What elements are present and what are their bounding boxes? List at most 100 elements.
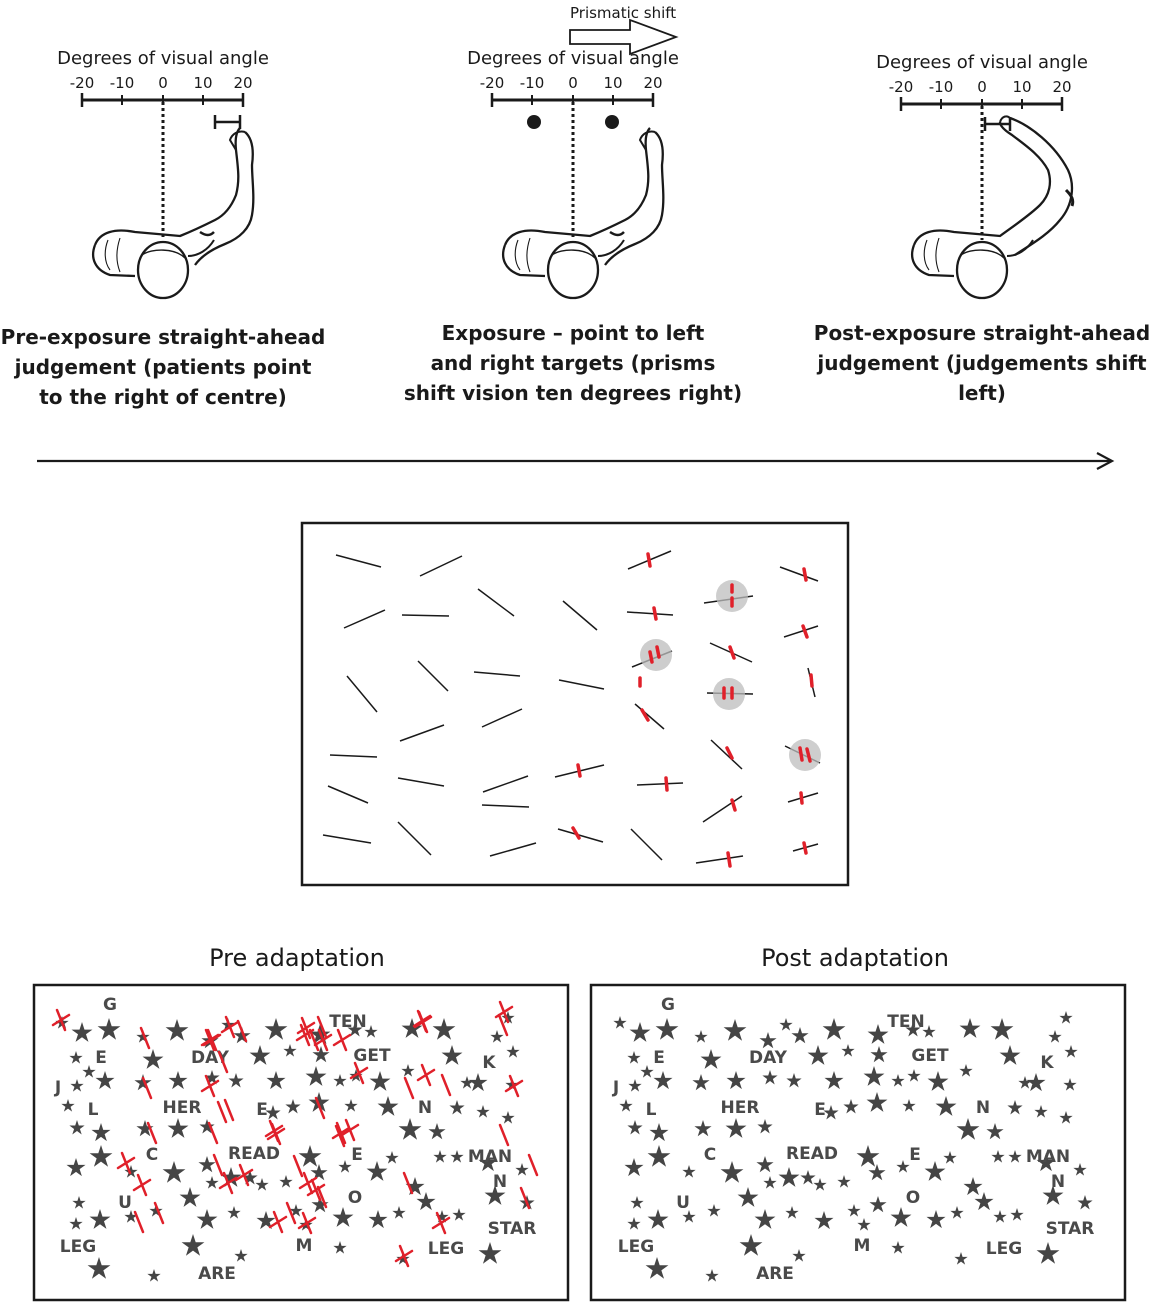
cancellation-mark (200, 1028, 220, 1052)
distractor-word: ARE (756, 1264, 794, 1284)
cancellation-mark (51, 1008, 71, 1032)
cancellation-mark (332, 1028, 352, 1052)
stage-caption: Post-exposure straight-ahead judgement (… (813, 321, 1151, 405)
cancellation-mark (313, 1028, 333, 1052)
distractor-word: U (118, 1193, 132, 1213)
cancellation-mark (298, 1171, 318, 1195)
cancellation-mark (223, 1098, 235, 1122)
cancellation-mark (349, 1061, 369, 1085)
distractor-word: MAN (1026, 1147, 1070, 1167)
scale-title: Degrees of visual angle (467, 48, 679, 69)
pre-adaptation-title: Pre adaptation (209, 944, 385, 972)
distractor-word: TEN (329, 1012, 366, 1032)
stage-caption: Exposure – point to left and right targe… (403, 321, 743, 405)
highlight-circles (640, 580, 821, 771)
cancellation-mark (402, 1171, 414, 1195)
cancellation-mark (340, 1118, 360, 1142)
distractor-word: ARE (198, 1264, 236, 1284)
scale-bar-exposure (490, 93, 655, 240)
distractor-word: U (676, 1193, 690, 1213)
tick-label: -20 (888, 78, 914, 96)
line-segments (322, 550, 821, 864)
cancellation-mark (218, 1171, 238, 1195)
cancellation-mark (132, 1173, 152, 1197)
tick-label: -10 (928, 78, 954, 96)
cancellation-marks (571, 552, 814, 868)
distractor-word: N (1051, 1172, 1065, 1192)
cancellation-mark (527, 1153, 539, 1177)
distractor-word: E (95, 1048, 107, 1068)
tick-label: 0 (158, 74, 168, 92)
distractor-word: TEN (887, 1012, 924, 1032)
cancellation-mark (268, 1210, 288, 1234)
cancellation-mark (264, 1119, 284, 1143)
cancellation-mark (139, 1026, 151, 1050)
distractor-word: N (493, 1172, 507, 1192)
distractor-word: O (348, 1188, 362, 1208)
distractor-word: C (146, 1145, 158, 1165)
cancellation-mark (295, 1023, 315, 1047)
cancellation-mark (504, 1074, 524, 1098)
distractor-word: LEG (428, 1239, 464, 1259)
distractor-word: K (482, 1053, 496, 1073)
tick-label: 20 (643, 74, 663, 92)
cancellation-mark (207, 1121, 219, 1145)
target-dot-left (527, 115, 541, 129)
tick-label: 10 (603, 74, 623, 92)
distractor-word: READ (786, 1144, 838, 1164)
cancellation-mark (216, 1100, 228, 1124)
cancellation-mark (297, 1211, 317, 1235)
scale-bar-post (899, 97, 1064, 240)
cancellation-mark (212, 1153, 224, 1177)
cancellation-mark (431, 1211, 451, 1235)
tick-label: -10 (109, 74, 135, 92)
post-adaptation-title: Post adaptation (761, 944, 949, 972)
cancellation-mark (394, 1244, 414, 1268)
cancellation-mark (519, 1186, 531, 1210)
distractor-word: STAR (1046, 1219, 1095, 1239)
distractor-word: L (88, 1100, 99, 1120)
cancellation-mark (200, 1074, 220, 1098)
timeline-arrow (37, 452, 1115, 470)
cancellation-mark (285, 1201, 297, 1225)
distractor-word: DAY (749, 1048, 788, 1068)
distractor-word: HER (721, 1098, 760, 1118)
scale-title: Degrees of visual angle (57, 48, 269, 69)
tick-label: -20 (69, 74, 95, 92)
cancellation-mark (296, 1016, 316, 1040)
distractor-word: LEG (618, 1237, 654, 1257)
person-figure-post (910, 115, 1075, 300)
cancellation-mark (306, 1178, 326, 1202)
cancellation-mark (217, 1050, 229, 1074)
distractor-word: E (256, 1100, 268, 1120)
distractor-word: J (54, 1078, 61, 1098)
distractor-word: GET (353, 1046, 391, 1066)
cancellation-mark (116, 1151, 136, 1175)
cancellation-mark (316, 1185, 328, 1209)
scale-bar-pre (80, 93, 245, 240)
cancellation-mark (234, 1163, 254, 1187)
stage-caption: Pre-exposure straight-ahead judgement (p… (0, 325, 326, 409)
distractor-word: HER (163, 1098, 202, 1118)
distractor-word: E (814, 1100, 826, 1120)
distractor-word: J (612, 1078, 619, 1098)
tick-label: 0 (568, 74, 578, 92)
cancellation-mark (334, 1124, 346, 1148)
distractor-word: READ (228, 1144, 280, 1164)
distractor-word: O (906, 1188, 920, 1208)
distractor-word: G (103, 995, 117, 1015)
prismatic-shift-arrow (569, 18, 679, 56)
cancellation-mark (236, 1019, 248, 1043)
distractor-word: K (1040, 1053, 1054, 1073)
tick-label: 20 (1052, 78, 1072, 96)
cancellation-mark (331, 1121, 351, 1145)
cancellation-mark (220, 1015, 240, 1039)
star-panel-post-frame (589, 983, 1127, 1302)
distractor-word: E (351, 1145, 363, 1165)
tick-label: -10 (519, 74, 545, 92)
line-cancellation-panel (300, 521, 850, 887)
distractor-word: N (976, 1098, 990, 1118)
